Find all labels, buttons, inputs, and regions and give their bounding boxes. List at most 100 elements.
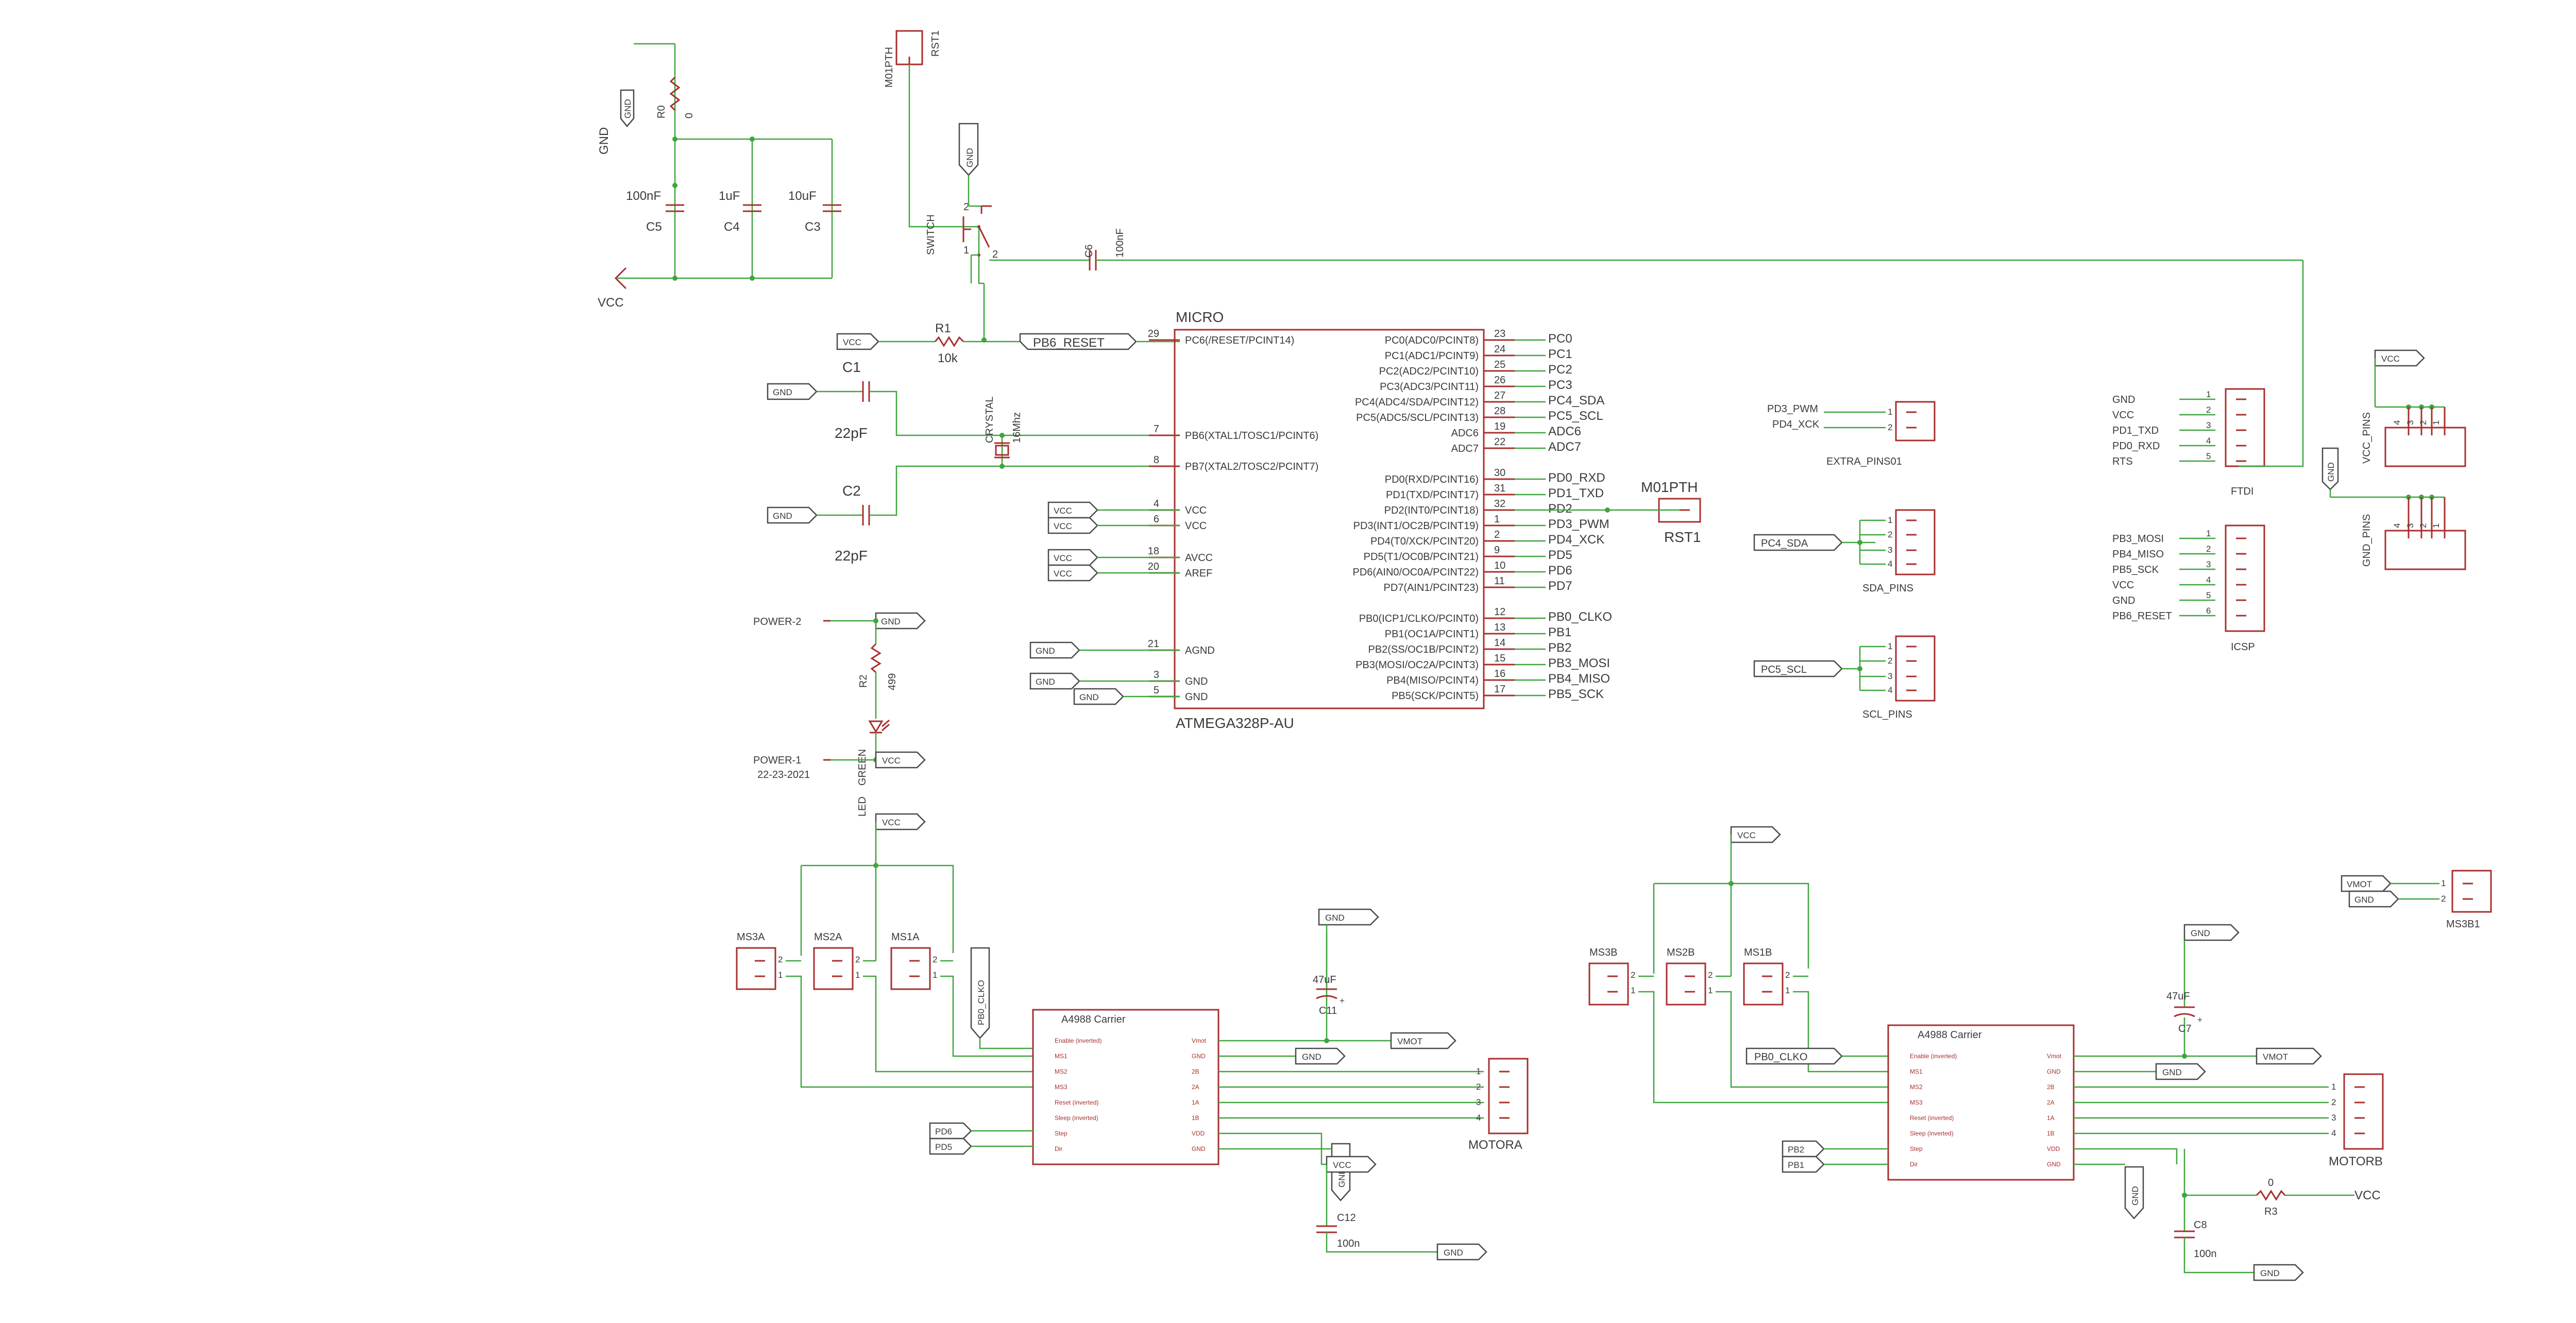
micro-left-pin-name: PC6(/RESET/PCINT14) [1185,335,1294,346]
svg-text:2: 2 [933,955,937,964]
a4988-right-pin-label: 2A [1192,1083,1199,1091]
micro-right-pin-num: 2 [1494,529,1500,540]
ms2b-jumper: 21 MS2B [1666,947,1713,1006]
micro-left-pin-name: VCC [1185,505,1207,516]
vcc-drv-b-flag: VCC [1737,830,1756,840]
c4-capacitor [743,204,761,212]
c3-value: 10uF [788,189,817,203]
micro-right-pin-num: 14 [1494,637,1505,649]
c7-label: C7 [2178,1023,2192,1034]
micro-right-pin-num: 1 [1494,514,1500,525]
vcc-flag-6: VCC [1054,521,1072,531]
icsp-pin-num: 6 [2206,606,2211,616]
micro-left-pin-num: 5 [1154,685,1159,696]
vcc-r1-flag: VCC [843,337,861,347]
gnd-led-flag: GND [881,617,901,626]
micro-left-pin-name: AREF [1185,568,1212,579]
micro-right-net-label: PD2 [1548,502,1572,516]
micro-right-net-label: PD1_TXD [1548,486,1604,500]
micro-right-pin-num: 32 [1494,498,1505,510]
c11-value: 47uF [1313,974,1336,986]
c3-label: C3 [805,220,821,234]
m01pth-label: M01PTH [1641,479,1698,495]
ftdi-pin-num: 1 [2206,389,2211,399]
a4988-a-title: A4988 Carrier [1061,1014,1126,1025]
svg-text:4: 4 [2392,420,2402,425]
gnd-ms3b1-flag: GND [2354,895,2374,905]
vcc-flag-4: VCC [1054,506,1072,516]
svg-text:1: 1 [1888,407,1892,417]
svg-text:2: 2 [2418,420,2428,425]
svg-text:2: 2 [992,249,998,260]
svg-text:1: 1 [1631,986,1635,995]
micro-right-net-label: PD4_XCK [1548,533,1604,547]
vmot-ms3b1-flag: VMOT [2347,879,2372,889]
micro-right-net-label: PC4_SDA [1548,394,1604,408]
c1-value: 22pF [835,425,868,441]
svg-text:3: 3 [2331,1113,2336,1123]
svg-text:3: 3 [2405,420,2415,425]
ms1b-jumper: 21 MS1B [1743,947,1790,1006]
vcc-led-flag: VCC [882,756,901,766]
a4988-right-pin-label: 2B [1192,1068,1199,1075]
micro-left-pin-name: PB7(XTAL2/TOSC2/PCINT7) [1185,461,1318,472]
micro-left-pins: 29PC6(/RESET/PCINT14)7PB6(XTAL1/TOSC1/PC… [1148,328,1319,703]
svg-text:2: 2 [855,955,860,964]
micro-right-pin-name: PB3(MOSI/OC2A/PCINT3) [1355,659,1479,671]
icsp-pin-num: 3 [2206,559,2211,569]
a4988-right-pin-label: GND [1192,1053,1206,1060]
ftdi-pin-num: 5 [2206,451,2211,461]
svg-text:3: 3 [1476,1097,1481,1107]
micro-left-pin-num: 18 [1148,546,1159,557]
ms1a-jumper: 21 MS1A [890,931,937,990]
gnd-pins-header: GND GND_PINS 4 3 2 1 [2321,447,2466,570]
ftdi-net-label: RTS [2112,456,2133,467]
vcc-r3-label: VCC [2354,1189,2381,1202]
micro-right-pin-name: PD0(RXD/PCINT16) [1385,474,1479,485]
micro-right-pin-name: PD7(AIN1/PCINT23) [1384,582,1479,593]
pb1-flag: PB1 [1788,1160,1804,1170]
micro-right-net-label: PD7 [1548,579,1572,593]
micro-right-net-label: PC3 [1548,378,1572,392]
led-label: LED [857,796,868,817]
vmot-a-flag: VMOT [1397,1037,1422,1046]
micro-left-pin-num: 29 [1148,328,1159,340]
a4988-left-pin-label: Sleep (inverted) [1055,1114,1098,1122]
a4988-left-pin-label: Dir [1910,1161,1918,1168]
micro-left-pin-name: AVCC [1185,552,1213,564]
micro-right-pin-name: PB5(SCK/PCINT5) [1392,690,1479,702]
micro-right-pin-num: 24 [1494,344,1505,355]
gnd-label-top: GND [597,127,611,155]
micro-ref: MICRO [1176,309,1224,325]
c1-label: C1 [842,359,861,375]
ms3b-jumper: 2 1 MS3B [1588,947,1635,1006]
extra-pins-label: EXTRA_PINS01 [1826,456,1902,467]
gnd-pins-label: GND_PINS [2361,514,2372,567]
svg-text:3: 3 [1888,545,1892,555]
a4988-left-pin-label: Step [1910,1145,1923,1152]
svg-text:2: 2 [963,201,969,213]
micro-left-pin-name: VCC [1185,520,1207,532]
micro-right-pin-name: PB4(MISO/PCINT4) [1386,675,1479,686]
ftdi-net-label: PD0_RXD [2112,440,2160,452]
micro-right-pin-name: PD6(AIN0/OC0A/PCINT22) [1352,567,1479,578]
a4988-b-title: A4988 Carrier [1918,1029,1982,1041]
svg-text:2: 2 [1631,970,1635,980]
micro-right-pin-num: 30 [1494,467,1505,479]
vcc-label-left: VCC [598,296,624,310]
c11-label: C11 [1319,1005,1337,1016]
c12-value: 100n [1337,1238,1360,1249]
icsp-net-label: PB4_MISO [2112,549,2164,560]
gnd-flag-21: GND [1036,646,1055,656]
svg-text:2: 2 [2418,523,2428,528]
svg-text:1: 1 [1785,986,1790,995]
micro-right-pin-name: PC3(ADC3/PCINT11) [1380,381,1479,393]
ms3b-label: MS3B [1589,947,1617,958]
svg-text:3: 3 [1888,671,1892,681]
micro-right-net-label: PB1 [1548,625,1571,639]
micro-left-pin-num: 20 [1148,561,1159,572]
gnd-c1-flag: GND [773,387,792,397]
svg-text:1: 1 [2431,523,2441,528]
ms1b-label: MS1B [1744,947,1772,958]
power-led-section: POWER-2 GND R2 499 LED GREEN POWER-1 22-… [753,612,926,817]
